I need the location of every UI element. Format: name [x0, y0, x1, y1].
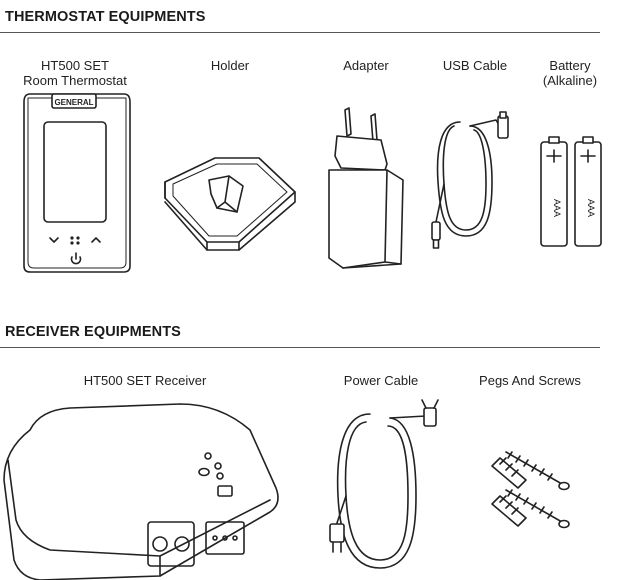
power-cable-label: Power Cable	[343, 373, 419, 388]
peg-icon	[491, 457, 527, 489]
holder-illustration	[164, 157, 296, 251]
battery-illustration: AAA AAA	[540, 136, 602, 247]
battery-label-line2: (Alkaline)	[542, 73, 598, 88]
battery-marking-left: AAA	[552, 199, 562, 217]
thermostat-device-illustration: GENERAL	[23, 93, 131, 273]
thermostat-item-label: HT500 SET Room Thermostat	[10, 58, 140, 88]
screw-icon	[505, 451, 570, 491]
thermostat-divider	[0, 32, 600, 33]
receiver-label: HT500 SET Receiver	[83, 373, 207, 388]
power-cable-illustration	[329, 399, 439, 569]
menu-icon	[70, 236, 80, 245]
receiver-device-illustration	[3, 403, 279, 580]
thermostat-section-title: THERMOSTAT EQUIPMENTS	[5, 9, 206, 25]
usb-cable-label: USB Cable	[442, 58, 508, 73]
thermostat-label-line1: HT500 SET	[41, 58, 109, 73]
battery-label: Battery (Alkaline)	[532, 58, 608, 88]
power-icon	[70, 252, 82, 265]
device-brand-logo: GENERAL	[54, 98, 93, 107]
peg-icon	[491, 495, 527, 527]
battery-marking-right: AAA	[586, 199, 596, 217]
thermostat-label-line2: Room Thermostat	[23, 73, 127, 88]
adapter-label: Adapter	[343, 58, 389, 73]
adapter-illustration	[328, 107, 404, 269]
battery-label-line1: Battery	[549, 58, 591, 73]
pegs-screws-illustration	[491, 451, 570, 529]
pegs-screws-label: Pegs And Screws	[479, 373, 581, 388]
receiver-divider	[0, 347, 600, 348]
usb-cable-illustration	[431, 111, 509, 249]
receiver-section-title: RECEIVER EQUIPMENTS	[5, 324, 181, 340]
screw-icon	[505, 489, 570, 529]
holder-label: Holder	[210, 58, 250, 73]
